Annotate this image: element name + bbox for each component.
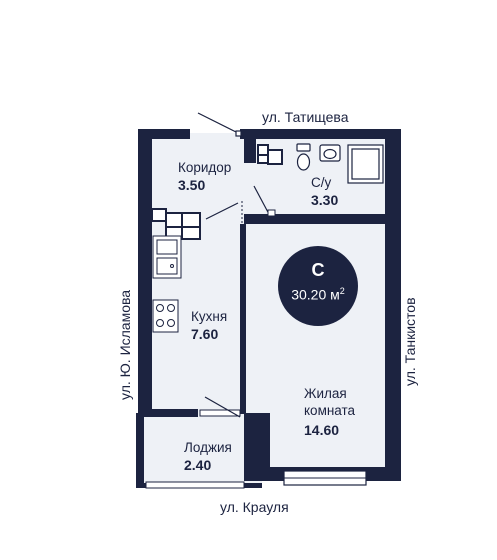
entry-door [197,112,239,134]
wall-living-lower [244,413,270,481]
room-name-loggia: Лоджия [184,440,232,455]
window-kitchen [199,409,241,417]
apartment-type-badge: С 30.20 м2 [278,246,358,326]
street-label-left: ул. Ю. Исламова [117,289,133,400]
toilet [296,143,311,171]
apartment-total-area: 30.20 м2 [278,286,358,303]
room-name-living-line2: комната [304,403,356,418]
room-name-bathroom: С/у [311,175,332,190]
loggia-wall-left [136,413,144,487]
room-name-kitchen: Кухня [191,309,228,324]
room-area-living: 14.60 [304,422,340,438]
room-name-living-line1: Жилая [304,386,347,401]
wall-bath-bottom [244,214,385,224]
wall-left [138,129,152,413]
shower [347,144,384,184]
wall-top-left [138,129,190,139]
room-area-loggia: 2.40 [184,457,212,473]
shelf-bath [257,144,283,165]
sink [319,144,341,162]
living-door [205,202,239,220]
wall-right [385,129,401,481]
street-label-right: ул. Танкистов [402,297,418,386]
room-area-bathroom: 3.30 [311,192,339,208]
street-label-top: ул. Татищева [262,109,349,125]
wall-corridor-bath [244,139,256,163]
area-unit-superscript: 2 [339,286,345,296]
wall-kitchen-bottom [138,409,198,417]
wall-kitchen-living [240,224,246,414]
apartment-type-letter: С [311,260,325,280]
bath-door [253,185,271,217]
room-area-corridor: 3.50 [178,177,206,193]
loggia-floor [140,413,262,486]
loggia-door [204,396,241,418]
apartment-total-area-value: 30.20 м [291,286,340,303]
window-loggia [145,481,245,489]
wardrobe-corridor [151,208,201,240]
room-name-corridor: Коридор [178,160,232,175]
vent [267,209,276,217]
room-area-kitchen: 7.60 [191,326,219,342]
kitchen-sink-unit [152,235,182,279]
wall-top-right [240,129,401,139]
kitchen-stove [152,299,179,333]
street-label-bottom: ул. Крауля [220,499,289,515]
